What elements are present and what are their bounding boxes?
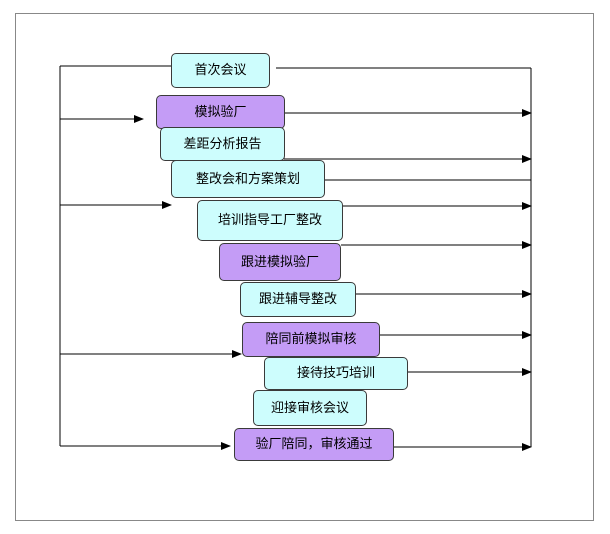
step-follow-up-mock-audit: 跟进模拟验厂 (219, 243, 341, 281)
step-audit-meeting: 迎接审核会议 (253, 390, 367, 426)
step-pre-audit-accompany-mock: 陪同前模拟审核 (242, 322, 380, 357)
step-follow-up-coaching: 跟进辅导整改 (240, 282, 356, 317)
step-initial-meeting: 首次会议 (171, 53, 270, 88)
step-accompany-audit-passed: 验厂陪同，审核通过 (234, 428, 394, 461)
step-rectification-planning: 整改会和方案策划 (171, 160, 325, 198)
step-mock-audit: 模拟验厂 (156, 95, 285, 129)
step-reception-skills-training: 接待技巧培训 (264, 357, 408, 390)
step-training-guidance: 培训指导工厂整改 (197, 200, 343, 241)
step-gap-analysis-report: 差距分析报告 (160, 127, 285, 161)
